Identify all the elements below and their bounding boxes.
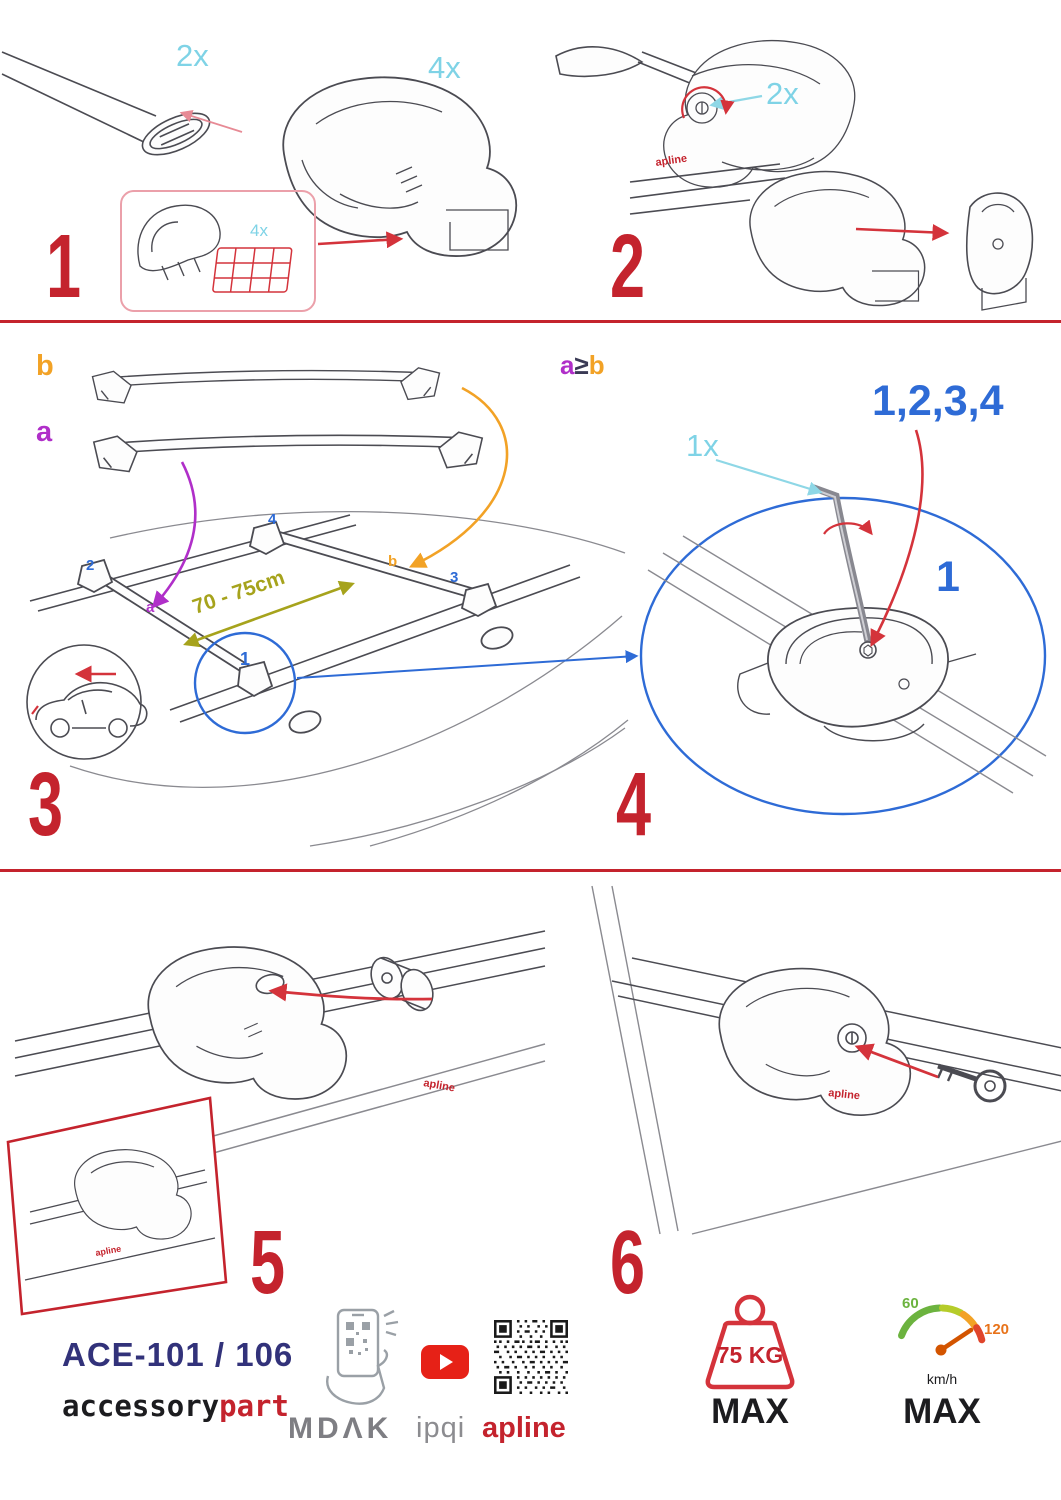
step1-bar-qty: 2x bbox=[176, 38, 209, 73]
step2-lock-qty: 2x bbox=[766, 76, 799, 111]
step4-detail-illustration bbox=[639, 484, 1047, 816]
step1-number: 1 bbox=[46, 217, 82, 317]
roof-pos-2: 2 bbox=[86, 557, 95, 574]
bar-a-label: a bbox=[36, 416, 53, 448]
speed-high-label: 120 bbox=[984, 1321, 1010, 1338]
lock-face-icon bbox=[837, 1023, 867, 1053]
brand-logo: accessorypart bbox=[62, 1392, 289, 1421]
section-divider-1 bbox=[0, 320, 1061, 323]
step3-bar-a-illustration bbox=[92, 431, 484, 473]
roof-bar-a-label: a bbox=[146, 599, 155, 616]
brand-tag: apline bbox=[828, 1087, 861, 1102]
phone-scan-icon bbox=[326, 1308, 399, 1405]
youtube-icon bbox=[421, 1345, 469, 1379]
step4-tool-qty: 1x bbox=[686, 428, 719, 463]
step1-pad-qty: 4x bbox=[250, 221, 268, 240]
step2-number: 2 bbox=[610, 217, 646, 317]
step5-number: 5 bbox=[250, 1213, 286, 1313]
allen-key-icon bbox=[810, 484, 872, 646]
condition-a: a bbox=[560, 350, 575, 380]
bar-b-label: b bbox=[36, 350, 54, 382]
step2-foot-lock-illustration: apline bbox=[555, 39, 856, 188]
speed-limit-icon bbox=[898, 1304, 986, 1356]
key-icon bbox=[936, 1063, 1007, 1103]
brand-accessory: accessory bbox=[62, 1389, 220, 1423]
speed-max-label: MAX bbox=[903, 1392, 981, 1431]
brand-tag: apline bbox=[655, 153, 688, 169]
roof-pos-1: 1 bbox=[240, 649, 251, 669]
step5-inset-card: apline bbox=[6, 1096, 228, 1316]
speedometer-needle bbox=[938, 1327, 974, 1353]
step6-number: 6 bbox=[610, 1213, 646, 1313]
speed-low-label: 60 bbox=[902, 1295, 919, 1312]
brand-part: part bbox=[219, 1389, 289, 1423]
partner-mdak-logo: MDΛK bbox=[288, 1412, 393, 1445]
condition-op: ≥ bbox=[574, 350, 589, 380]
step3-car-inset bbox=[26, 644, 148, 760]
weight-limit-icon bbox=[705, 1294, 795, 1390]
brand-tag: apline bbox=[422, 1077, 455, 1094]
condition-label: a≥b bbox=[560, 352, 605, 378]
step1-pad-inset-box bbox=[120, 190, 316, 312]
qr-code-icon bbox=[494, 1320, 568, 1394]
speed-unit-label: km/h bbox=[926, 1371, 958, 1387]
front-mark bbox=[31, 705, 39, 715]
condition-b: b bbox=[588, 350, 605, 380]
step1-foot-qty: 4x bbox=[428, 50, 461, 85]
tighten-sequence-label: 1,2,3,4 bbox=[872, 377, 1004, 425]
step3-bar-b-illustration bbox=[91, 367, 441, 404]
weight-max-label: MAX bbox=[711, 1392, 789, 1431]
step3-number: 3 bbox=[28, 755, 64, 855]
step1-foot-illustration bbox=[282, 76, 517, 257]
roof-pos-3: 3 bbox=[450, 569, 459, 586]
step2-endcap-illustration bbox=[629, 163, 1034, 311]
roof-bar-b-label: b bbox=[388, 553, 398, 570]
brand-tag: apline bbox=[95, 1244, 122, 1258]
section-divider-2 bbox=[0, 869, 1061, 872]
partner-apline-logo: apline bbox=[482, 1412, 566, 1444]
weight-value: 75 KG bbox=[716, 1342, 784, 1368]
step6-illustration: apline bbox=[591, 885, 1061, 1235]
lock-cylinder-icon bbox=[370, 956, 434, 1012]
partner-ipqi-logo: ipqi bbox=[416, 1412, 466, 1444]
roof-pos-4: 4 bbox=[268, 511, 277, 528]
model-number: ACE-101 / 106 bbox=[62, 1336, 294, 1373]
first-position-label: 1 bbox=[936, 553, 960, 601]
step4-number: 4 bbox=[616, 755, 652, 855]
step1-pad-inset-illustration bbox=[137, 204, 293, 293]
